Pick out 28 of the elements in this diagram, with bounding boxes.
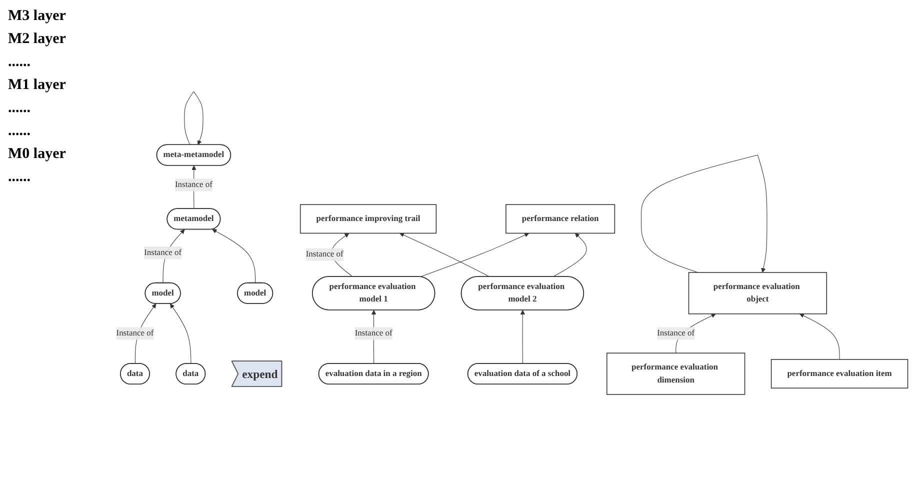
layer-label: M0 layer <box>8 146 67 163</box>
node-box: performance evaluation item <box>770 358 908 388</box>
arrow <box>552 232 587 276</box>
edge-label: Instance of <box>657 328 695 338</box>
arrow <box>399 232 490 276</box>
arrow <box>170 303 192 364</box>
arrow <box>184 90 204 145</box>
arrow <box>420 232 530 277</box>
layer-label: M1 layer <box>8 77 67 94</box>
layer-label: M3 layer <box>8 8 67 25</box>
arrow <box>212 228 256 283</box>
edge-label: Instance of <box>306 249 344 258</box>
node-box: performance evaluation object <box>688 272 828 314</box>
layer-label: ...... <box>8 123 32 140</box>
arrow <box>640 154 768 272</box>
edge-label: Instance of <box>116 328 154 338</box>
node-box: performance relation <box>506 204 616 234</box>
layer-label: ...... <box>8 169 32 186</box>
layer-label: M2 layer <box>8 31 67 48</box>
arrow <box>799 313 840 360</box>
node-box: performance improving trail <box>300 204 437 234</box>
edge-label: Instance of <box>174 180 212 189</box>
layer-label: ...... <box>8 100 32 117</box>
edge-label: Instance of <box>354 328 392 338</box>
edge-label: Instance of <box>144 248 182 257</box>
layer-label: ...... <box>8 54 32 71</box>
node-box: performance evaluation dimension <box>606 352 746 394</box>
arrow <box>520 309 525 364</box>
